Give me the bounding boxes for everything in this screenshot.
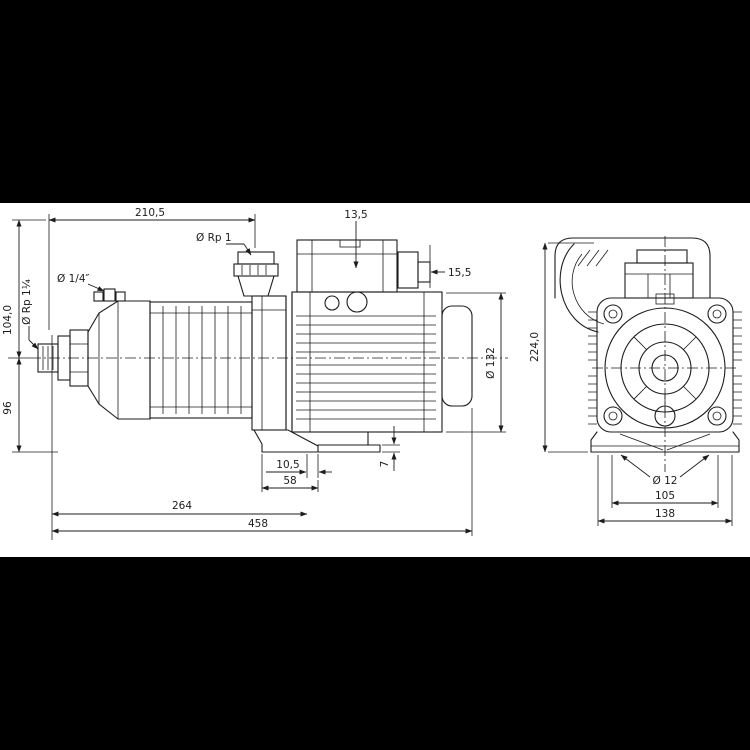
vent-plug [93, 288, 126, 302]
dim-suction-port: Ø Rp 1¼ [21, 279, 33, 325]
side-view: 210,5 Ø Rp 1 13,5 15,5 Ø 1/4″ 104,0 96 [2, 207, 508, 540]
front-centerlines [592, 236, 738, 472]
front-housing [588, 297, 742, 433]
dim-terminal-top-offset: 13,5 [344, 209, 367, 221]
dim-length-top: 210,5 [135, 207, 165, 219]
dim-total-height: 224,0 [529, 332, 541, 362]
dim-terminal-side-offset: 15,5 [448, 267, 471, 279]
dim-hole-spacing: 105 [655, 490, 675, 502]
discharge-port [233, 251, 279, 297]
dim-base-width: 138 [655, 508, 675, 520]
dim-suction-height: 104,0 [2, 305, 14, 335]
inlet-casing-lines [98, 301, 119, 419]
drawing-paper [0, 203, 750, 557]
cable-glands [324, 291, 368, 313]
dim-hole-diameter: Ø 12 [653, 475, 678, 487]
pump-base [253, 429, 381, 453]
motor-fins [296, 315, 436, 420]
dim-axis-height: 96 [2, 401, 14, 415]
dim-plate-thickness: 7 [379, 461, 391, 468]
dim-foot-hole-offset: 10,5 [276, 459, 299, 471]
front-base [590, 431, 740, 453]
side-view-dimensions: 210,5 Ø Rp 1 13,5 15,5 Ø 1/4″ 104,0 96 [2, 207, 506, 540]
dim-discharge-port: Ø Rp 1 [196, 232, 232, 244]
front-view: 224,0 Ø 12 105 138 [529, 236, 742, 526]
dim-base-length: 264 [172, 500, 192, 512]
dim-motor-diameter: Ø 132 [485, 347, 497, 379]
fan-cowl [554, 237, 711, 333]
dim-vent-plug: Ø 1/4″ [57, 273, 90, 285]
fan-cover [441, 305, 473, 407]
inlet-casing [87, 300, 151, 420]
cooling-fins [588, 311, 742, 425]
pump-face [604, 293, 726, 429]
dim-total-length: 458 [248, 518, 268, 530]
front-view-dimensions: 224,0 Ø 12 105 138 [529, 242, 733, 526]
dim-foot-width: 58 [283, 475, 296, 487]
terminal-box [296, 239, 398, 293]
